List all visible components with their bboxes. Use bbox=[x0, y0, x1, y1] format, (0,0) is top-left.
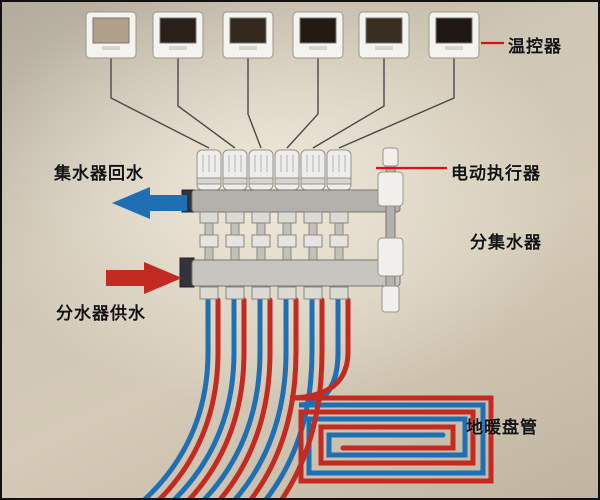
supply-pipe bbox=[248, 297, 299, 498]
label-actuator: 电动执行器 bbox=[451, 164, 541, 183]
supply-pipe bbox=[187, 297, 247, 498]
supply-flow-arrow bbox=[106, 262, 182, 294]
actuator bbox=[300, 149, 326, 191]
return-pipe bbox=[233, 297, 289, 498]
return-flow-arrow bbox=[112, 187, 187, 219]
thermostat bbox=[428, 11, 480, 59]
supply-pipes bbox=[157, 297, 494, 498]
thermostat-screen bbox=[435, 17, 473, 44]
actuators bbox=[196, 149, 352, 191]
wire bbox=[177, 58, 236, 149]
return-pipe bbox=[142, 297, 211, 498]
actuator bbox=[196, 149, 222, 191]
thermostat-screen bbox=[229, 17, 267, 44]
wire bbox=[312, 58, 385, 149]
return-pipe bbox=[172, 297, 237, 498]
actuator bbox=[274, 149, 300, 191]
supply-pipe bbox=[157, 297, 221, 498]
thermostat-screen bbox=[92, 17, 130, 44]
thermostat bbox=[292, 11, 344, 59]
label-thermostat: 温控器 bbox=[508, 37, 562, 56]
thermostat-screen bbox=[299, 17, 337, 44]
thermostat-screen bbox=[365, 17, 403, 44]
end-valve-assembly bbox=[377, 147, 404, 313]
thermostat bbox=[152, 11, 204, 59]
manifold-nuts bbox=[199, 211, 349, 224]
label-floor-coil: 地暖盘管 bbox=[466, 418, 538, 437]
label-supply-flow: 分水器供水 bbox=[56, 304, 146, 323]
supply-pipe bbox=[218, 297, 273, 498]
thermostat-wires bbox=[110, 58, 455, 149]
return-manifold bbox=[181, 189, 401, 262]
label-manifold: 分集水器 bbox=[470, 233, 542, 252]
pointer-lines bbox=[376, 41, 504, 170]
manifold-nuts bbox=[199, 286, 349, 300]
thermostats bbox=[85, 11, 480, 59]
actuator bbox=[222, 149, 248, 191]
actuator bbox=[326, 149, 352, 191]
supply-coil-pipe bbox=[289, 297, 494, 484]
thermostat bbox=[85, 11, 137, 59]
supply-pipe bbox=[279, 297, 325, 498]
thermostat-screen bbox=[159, 17, 197, 44]
return-coil-pipe bbox=[298, 297, 486, 476]
wire bbox=[338, 58, 455, 149]
return-pipe bbox=[202, 297, 263, 498]
manifold-connectors bbox=[199, 222, 349, 262]
wire bbox=[110, 58, 210, 149]
actuator bbox=[248, 149, 274, 191]
thermostat bbox=[358, 11, 410, 59]
label-return-flow: 集水器回水 bbox=[54, 164, 144, 183]
wire bbox=[247, 58, 262, 149]
thermostat bbox=[222, 11, 274, 59]
supply-manifold bbox=[179, 257, 401, 300]
wire bbox=[286, 58, 319, 149]
